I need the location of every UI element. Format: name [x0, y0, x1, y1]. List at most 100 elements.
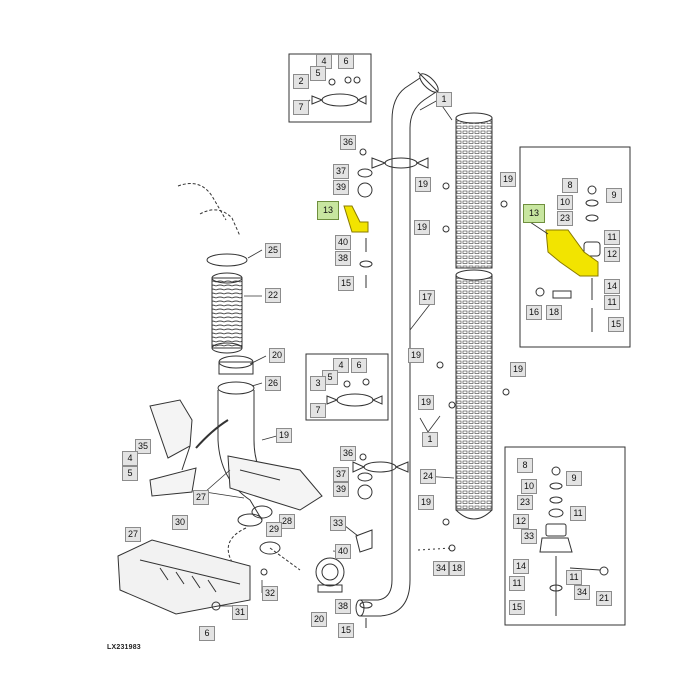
callout-27-lower[interactable]: 27: [125, 527, 142, 542]
callout-25[interactable]: 25: [265, 243, 282, 258]
callout-19-e[interactable]: 19: [510, 362, 527, 377]
callout-22[interactable]: 22: [265, 288, 282, 303]
callout-4-left[interactable]: 4: [122, 451, 138, 466]
clamp-detail-top: [299, 76, 367, 109]
callout-23-lower[interactable]: 23: [517, 495, 534, 510]
callout-40-upper[interactable]: 40: [335, 235, 352, 250]
heat-shield-perforated: [455, 112, 493, 520]
callout-5-top[interactable]: 5: [310, 66, 326, 81]
callout-4-middle[interactable]: 4: [333, 358, 349, 373]
callout-32[interactable]: 32: [262, 586, 279, 601]
muffler-bracket: [227, 455, 323, 527]
callout-39-lower[interactable]: 39: [333, 482, 350, 497]
callout-13-detail[interactable]: 13: [523, 204, 545, 223]
callout-26[interactable]: 26: [265, 376, 282, 391]
callout-38-upper[interactable]: 38: [335, 251, 352, 266]
callout-7-top[interactable]: 7: [293, 100, 309, 115]
pipe-clamp-upper: [371, 157, 429, 169]
callout-2[interactable]: 2: [293, 74, 309, 89]
callout-6-left[interactable]: 6: [199, 626, 215, 641]
callout-15-detail-upper[interactable]: 15: [608, 317, 625, 332]
flow-arrow: [195, 419, 229, 449]
callout-11-lower-b[interactable]: 11: [509, 576, 525, 591]
callout-15-lower[interactable]: 15: [338, 623, 355, 638]
callout-33-main[interactable]: 33: [330, 516, 347, 531]
callout-13-main[interactable]: 13: [317, 201, 339, 220]
callout-38-lower[interactable]: 38: [335, 599, 352, 614]
callout-16[interactable]: 16: [526, 305, 543, 320]
callout-19-b[interactable]: 19: [500, 172, 517, 187]
callout-11-lower-a[interactable]: 11: [570, 506, 586, 521]
callout-12-upper[interactable]: 12: [604, 247, 621, 262]
callout-17[interactable]: 17: [419, 290, 436, 305]
callout-19-f[interactable]: 19: [418, 395, 435, 410]
callout-15-detail-lower[interactable]: 15: [509, 600, 526, 615]
callout-9-lower[interactable]: 9: [566, 471, 582, 486]
callout-7-middle[interactable]: 7: [310, 403, 326, 418]
callout-36-upper[interactable]: 36: [340, 135, 357, 150]
callout-20-upper[interactable]: 20: [269, 348, 286, 363]
callout-36-lower[interactable]: 36: [340, 446, 357, 461]
callout-19-c[interactable]: 19: [414, 220, 431, 235]
callout-39-upper[interactable]: 39: [333, 180, 350, 195]
shield-bolts: [436, 182, 510, 526]
heat-guard-left: [149, 399, 197, 497]
callout-6-top[interactable]: 6: [338, 54, 354, 69]
callout-18-main[interactable]: 18: [449, 561, 466, 576]
callout-24[interactable]: 24: [420, 469, 437, 484]
callout-28[interactable]: 28: [279, 514, 296, 529]
callout-9-upper[interactable]: 9: [606, 188, 622, 203]
pipe-clamp-lower: [352, 461, 409, 473]
callout-12-lower[interactable]: 12: [513, 514, 530, 529]
callout-8-lower[interactable]: 8: [517, 458, 533, 473]
callout-11-lower-c[interactable]: 11: [566, 570, 582, 585]
callout-30[interactable]: 30: [172, 515, 189, 530]
callout-10-lower[interactable]: 10: [521, 479, 538, 494]
callout-19-h[interactable]: 19: [418, 495, 435, 510]
callout-1-middle[interactable]: 1: [422, 432, 438, 447]
callout-11-upper-a[interactable]: 11: [604, 230, 620, 245]
callout-34-detail[interactable]: 34: [574, 585, 591, 600]
callout-6-middle[interactable]: 6: [351, 358, 367, 373]
isolator-stack-upper: [357, 148, 373, 288]
callout-31[interactable]: 31: [232, 605, 249, 620]
mount-bracket-upper: [343, 205, 369, 233]
tail-pipe-lower: [227, 527, 301, 571]
mount-detail-upper: [535, 185, 601, 332]
callout-37-upper[interactable]: 37: [333, 164, 350, 179]
callout-14-lower[interactable]: 14: [513, 559, 530, 574]
callout-21[interactable]: 21: [596, 591, 613, 606]
callout-29[interactable]: 29: [266, 522, 283, 537]
heat-guard-lower: [117, 539, 268, 615]
detail-box-right-lower: [504, 446, 626, 626]
leader-lines: [204, 99, 549, 607]
detail-box-middle: [305, 353, 389, 421]
mount-detail-lower: [539, 466, 609, 616]
callout-19-a[interactable]: 19: [415, 177, 432, 192]
callout-27-upper[interactable]: 27: [193, 490, 210, 505]
callout-11-upper-b[interactable]: 11: [604, 295, 620, 310]
callout-20-lower[interactable]: 20: [311, 612, 328, 627]
callout-23-upper[interactable]: 23: [557, 211, 574, 226]
callout-40-lower[interactable]: 40: [335, 544, 352, 559]
callout-5-left[interactable]: 5: [122, 466, 138, 481]
callout-15-upper[interactable]: 15: [338, 276, 355, 291]
isolator-stack-lower: [355, 453, 456, 628]
main-exhaust-pipe: [355, 71, 441, 617]
clamp-detail-middle: [326, 378, 383, 407]
callout-34-main[interactable]: 34: [433, 561, 450, 576]
callout-8-upper[interactable]: 8: [562, 178, 578, 193]
callout-18-upper[interactable]: 18: [546, 305, 563, 320]
callout-37-lower[interactable]: 37: [333, 467, 350, 482]
pipe-clamp-bottom: [315, 557, 345, 593]
callout-35[interactable]: 35: [135, 439, 152, 454]
callout-19-d[interactable]: 19: [408, 348, 425, 363]
callout-14-upper[interactable]: 14: [604, 279, 621, 294]
callout-1-top[interactable]: 1: [436, 92, 452, 107]
callout-33-detail[interactable]: 33: [521, 529, 538, 544]
callout-10-upper[interactable]: 10: [557, 195, 574, 210]
callout-3[interactable]: 3: [310, 376, 326, 391]
callout-19-g[interactable]: 19: [276, 428, 293, 443]
detail-box-right-upper: [519, 146, 631, 348]
